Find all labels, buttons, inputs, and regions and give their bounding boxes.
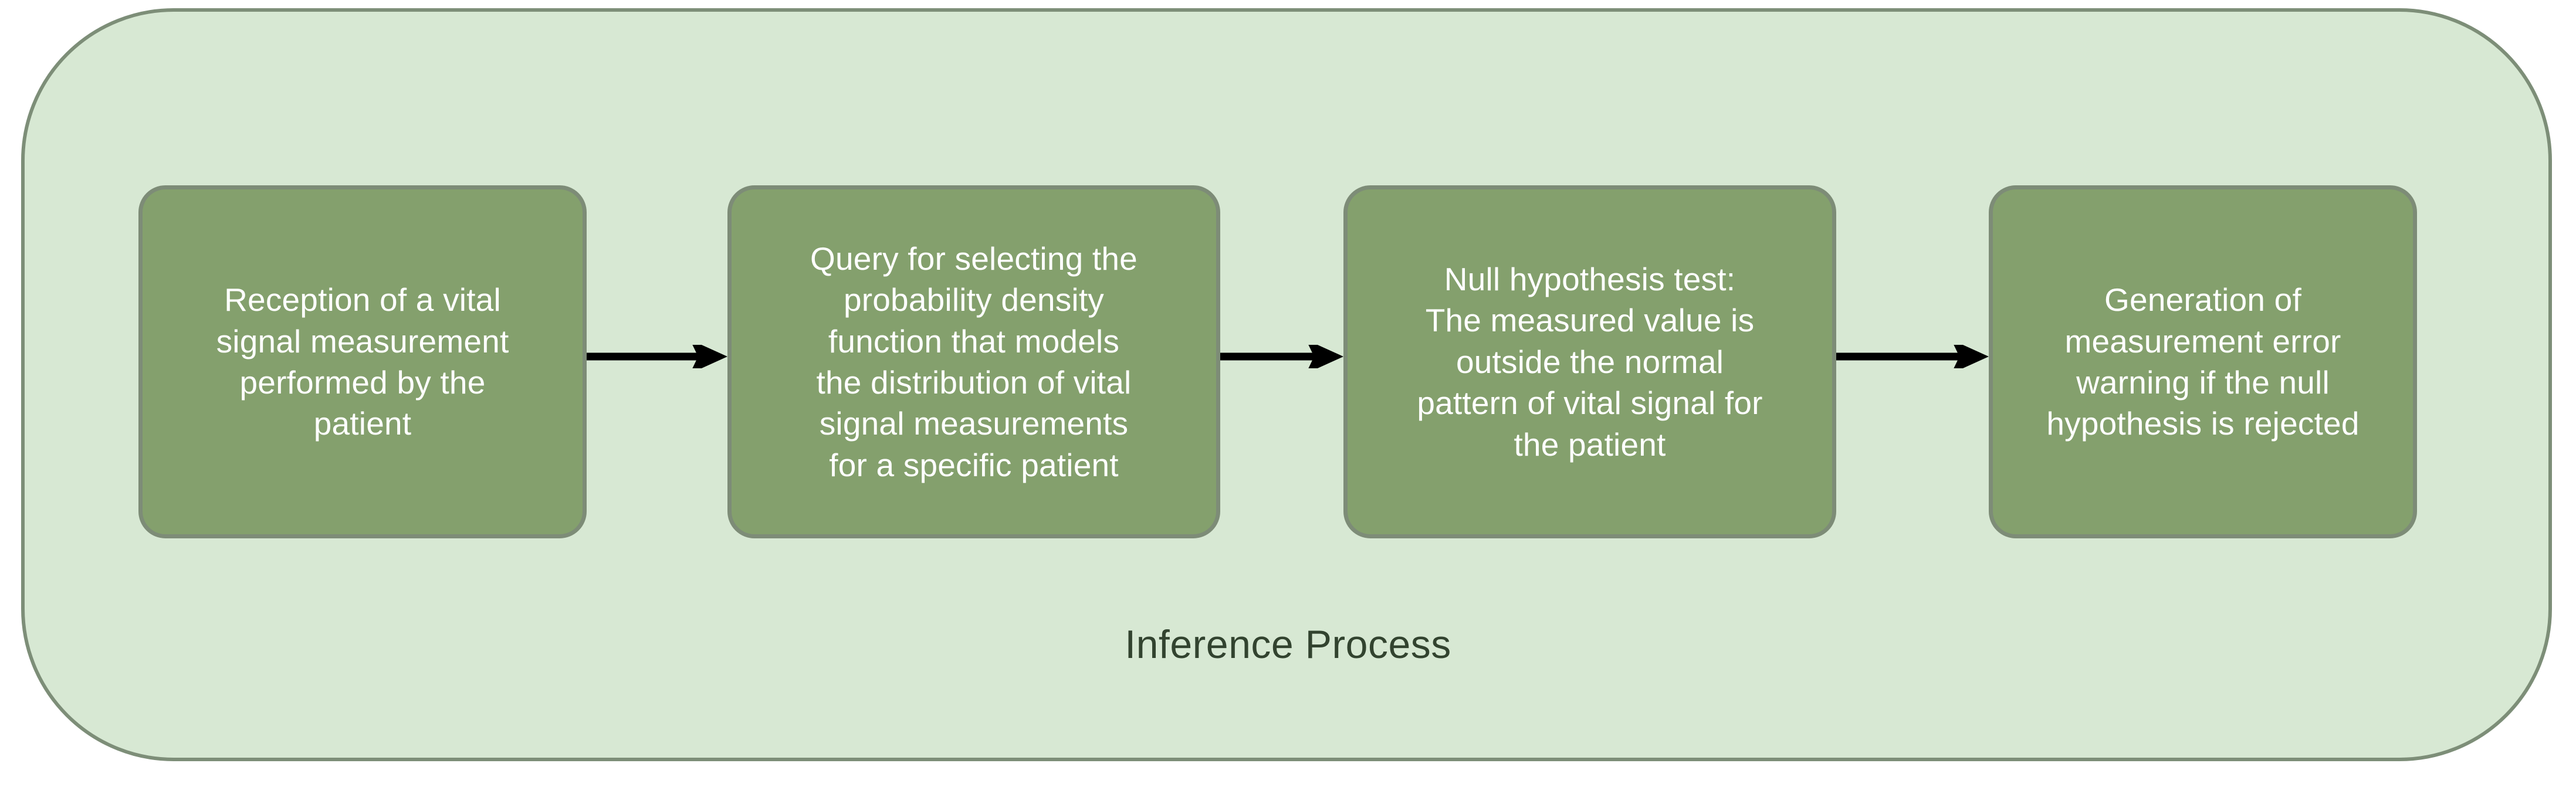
arrow-right-icon-3: [1836, 345, 1989, 368]
process-step-label-3: Null hypothesis test: The measured value…: [1417, 261, 1763, 463]
process-step-label-4: Generation of measurement error warning …: [2046, 281, 2360, 442]
process-step-box-2[interactable]: Query for selecting the probability dens…: [727, 185, 1220, 538]
arrow-right-icon-2: [1220, 345, 1343, 368]
process-step-box-3[interactable]: Null hypothesis test: The measured value…: [1343, 185, 1836, 538]
process-step-label-1: Reception of a vital signal measurement …: [216, 281, 509, 442]
process-step-box-4[interactable]: Generation of measurement error warning …: [1989, 185, 2417, 538]
process-step-box-1[interactable]: Reception of a vital signal measurement …: [138, 185, 587, 538]
process-step-label-2: Query for selecting the probability dens…: [810, 240, 1138, 483]
process-caption: Inference Process: [1125, 622, 1451, 667]
arrow-right-icon-1: [587, 345, 727, 368]
